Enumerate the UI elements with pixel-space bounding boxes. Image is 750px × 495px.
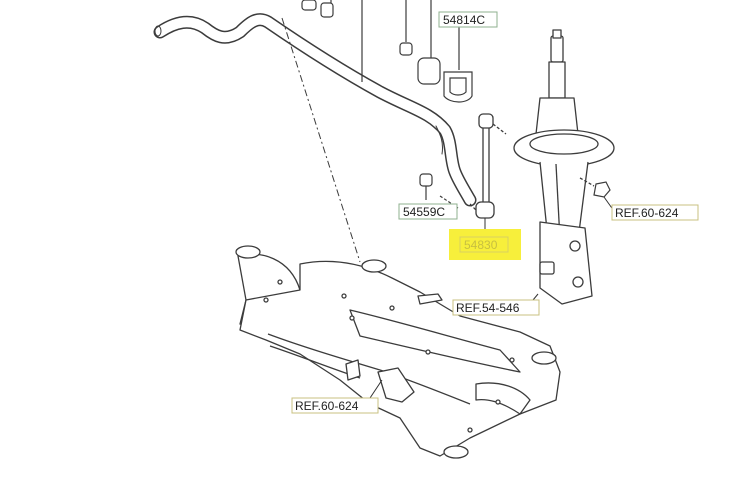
label-ref-60-624-strut-text: REF.60-624 bbox=[615, 206, 679, 220]
label-ref-60-624-subframe[interactable]: REF.60-624 bbox=[291, 397, 379, 414]
link-nut bbox=[419, 173, 459, 209]
bushing-hardware bbox=[301, 0, 473, 103]
label-54559c-text: 54559C bbox=[403, 205, 445, 219]
label-ref-54-546-text: REF.54-546 bbox=[456, 301, 520, 315]
label-54814c[interactable]: 54814C bbox=[438, 11, 498, 28]
label-ref-60-624-strut[interactable]: REF.60-624 bbox=[611, 204, 699, 221]
label-54830-text: 54830 bbox=[464, 238, 498, 252]
stabilizer-bar bbox=[153, 13, 477, 207]
label-ref-60-624-subframe-text: REF.60-624 bbox=[295, 399, 359, 413]
label-ref-54-546[interactable]: REF.54-546 bbox=[452, 299, 540, 316]
subframe bbox=[235, 245, 561, 459]
strut-nut bbox=[593, 181, 611, 198]
label-54830-highlighted[interactable]: 54830 bbox=[449, 229, 521, 260]
label-54559c[interactable]: 54559C bbox=[398, 203, 458, 220]
stabilizer-link bbox=[469, 113, 507, 219]
axis-centerline bbox=[281, 17, 361, 263]
strut-assembly bbox=[513, 29, 615, 305]
label-54814c-text: 54814C bbox=[443, 13, 485, 27]
